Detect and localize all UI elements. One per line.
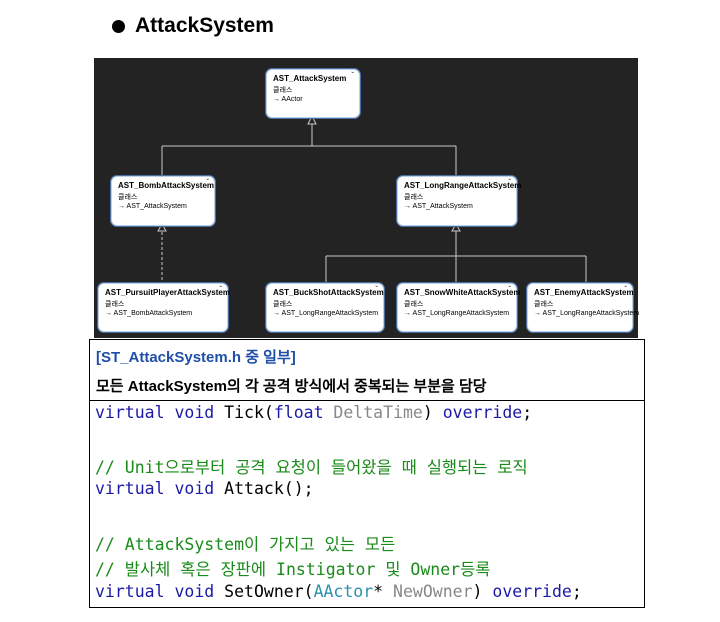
inheritance-lines [157,114,587,283]
collapse-chevron-icon[interactable]: ˇ [351,71,354,80]
code-panel: [ST_AttackSystem.h 중 일부] 모든 AttackSystem… [89,339,645,608]
code-line-tick: virtual void Tick(float DeltaTime) overr… [95,403,533,422]
code-caption-description: 모든 AttackSystem의 각 공격 방식에서 중복되는 부분을 담당 [96,378,487,395]
class-name: AST_SnowWhiteAttackSystem [404,288,521,297]
class-name: AST_LongRangeAttackSystem [404,181,522,190]
class-kind: 클래스 [118,194,138,201]
code-comment-owner-2: // 발사체 혹은 장판에 Instigator 및 Owner등록 [95,560,491,579]
class-diagram: AST_AttackSystem ˇ 클래스 → AActor AST_Bomb… [94,58,639,338]
code-comment-attack: // Unit으로부터 공격 요청이 들어왔을 때 실행되는 로직 [95,458,528,477]
class-node-snow-white-attack-system[interactable]: AST_SnowWhiteAttackSystem ˇ 클래스 → AST_Lo… [397,283,521,332]
class-node-long-range-attack-system[interactable]: AST_LongRangeAttackSystem ˇ 클래스 → AST_At… [397,176,521,226]
collapse-chevron-icon[interactable]: ˇ [508,178,511,187]
class-node-attack-system[interactable]: AST_AttackSystem ˇ 클래스 → AActor [266,69,360,118]
class-name: AST_BombAttackSystem [118,181,215,190]
class-kind: 클래스 [105,301,125,308]
class-node-pursuit-player-attack-system[interactable]: AST_PursuitPlayerAttackSystem ˇ 클래스 → AS… [98,283,230,332]
collapse-chevron-icon[interactable]: ˇ [508,285,511,294]
base-class: → AST_LongRangeAttackSystem [273,310,379,317]
collapse-chevron-icon[interactable]: ˇ [624,285,627,294]
section-heading: AttackSystem [112,14,274,38]
class-kind: 클래스 [404,301,424,308]
class-kind: 클래스 [273,87,293,94]
base-class: → AST_AttackSystem [118,203,187,210]
class-name: AST_EnemyAttackSystem [534,288,634,297]
base-class: → AST_LongRangeAttackSystem [404,310,510,317]
class-name: AST_AttackSystem [273,74,347,83]
collapse-chevron-icon[interactable]: ˇ [375,285,378,294]
base-class: → AST_BombAttackSystem [105,310,193,317]
class-name: AST_BuckShotAttackSystem [273,288,384,297]
base-class: → AST_LongRangeAttackSystem [534,310,640,317]
class-kind: 클래스 [404,194,424,201]
code-line-set-owner: virtual void SetOwner(AActor* NewOwner) … [95,582,582,601]
class-kind: 클래스 [534,301,554,308]
code-comment-owner-1: // AttackSystem이 가지고 있는 모든 [95,535,396,554]
collapse-chevron-icon[interactable]: ˇ [219,285,222,294]
bullet-icon [112,19,125,33]
base-class: → AST_AttackSystem [404,203,473,210]
base-class: → AActor [273,96,303,103]
class-node-bomb-attack-system[interactable]: AST_BombAttackSystem ˇ 클래스 → AST_AttackS… [111,176,215,226]
class-node-buckshot-attack-system[interactable]: AST_BuckShotAttackSystem ˇ 클래스 → AST_Lon… [266,283,384,332]
class-name: AST_PursuitPlayerAttackSystem [105,288,230,297]
class-kind: 클래스 [273,301,293,308]
code-caption-title: [ST_AttackSystem.h 중 일부] [96,349,296,366]
caption-divider [90,400,644,401]
code-line-attack: virtual void Attack(); [95,479,314,498]
heading-text: AttackSystem [135,14,274,37]
visibility-label: public [138,267,157,274]
class-node-enemy-attack-system[interactable]: AST_EnemyAttackSystem ˇ 클래스 → AST_LongRa… [527,283,639,332]
collapse-chevron-icon[interactable]: ˇ [206,178,209,187]
